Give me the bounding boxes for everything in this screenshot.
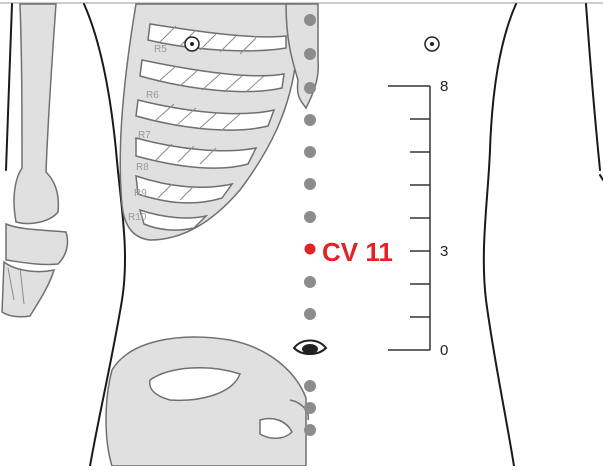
forearm-bone (2, 262, 54, 317)
meridian-point (304, 82, 316, 94)
humerus-bone (14, 4, 58, 224)
scale-labels: 8 3 0 (440, 78, 448, 359)
rib-cage (120, 4, 318, 240)
nipple-icon (425, 37, 439, 51)
meridian-point (304, 211, 316, 223)
meridian-point (304, 276, 316, 288)
elbow-joint-bone (6, 224, 68, 265)
meridian-point (304, 402, 316, 414)
pelvis-bone (106, 337, 308, 466)
meridian-point (304, 114, 316, 126)
rib-label: R9 (134, 188, 147, 199)
meridian-point (304, 48, 316, 60)
meridian-point (304, 424, 316, 436)
rib-label: R8 (136, 162, 149, 173)
rib-label: R7 (138, 130, 151, 141)
meridian-point (304, 380, 316, 392)
measurement-scale (388, 86, 430, 350)
rib-label: R5 (154, 44, 167, 55)
nipple-icon (185, 37, 199, 51)
left-arm-bones (2, 4, 68, 317)
meridian-point (304, 308, 316, 320)
acupoint-label: CV 11 (322, 237, 393, 267)
scale-label: 0 (440, 342, 448, 359)
scale-label: 8 (440, 78, 448, 95)
right-torso-outline (484, 4, 516, 466)
scale-label: 3 (440, 243, 448, 260)
meridian-point (304, 178, 316, 190)
rib-label: R10 (128, 212, 147, 223)
navel-icon (294, 341, 326, 355)
rib-label: R6 (146, 90, 159, 101)
left-arm-outline (6, 4, 12, 170)
meridian-point (304, 146, 316, 158)
cv11-point-marker (305, 244, 316, 255)
right-arm-outline (586, 4, 600, 170)
meridian-point (304, 14, 316, 26)
